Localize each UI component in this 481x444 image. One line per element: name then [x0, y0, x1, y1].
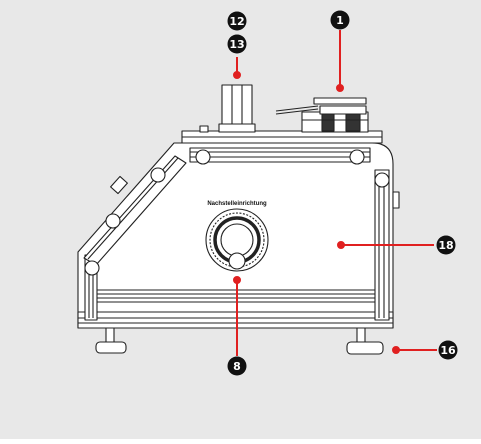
corner-connector: [84, 260, 100, 276]
drive-assembly: [275, 97, 369, 133]
callout-18: 18: [436, 235, 456, 255]
corner-connector: [195, 149, 211, 165]
cylinder-unit: [218, 84, 256, 133]
adjustment-handwheel: [205, 208, 269, 272]
callout-16: 16: [438, 340, 458, 360]
svg-text:13: 13: [229, 38, 244, 51]
leader-dot-8: [233, 276, 241, 284]
svg-text:12: 12: [229, 15, 244, 28]
corner-connector: [349, 149, 365, 165]
callout-12: 12: [227, 11, 247, 31]
callout-8: 8: [227, 356, 247, 376]
leader-dot-13: [233, 71, 241, 79]
callout-13: 13: [227, 34, 247, 54]
svg-text:18: 18: [438, 239, 453, 252]
leader-dot-1: [336, 84, 344, 92]
adjustment-device-label: Nachstelleinrichtung: [207, 201, 267, 207]
callout-1: 1: [330, 10, 350, 30]
top-stud: [199, 125, 209, 133]
base-rail-upper: [95, 289, 382, 303]
corner-connector: [105, 213, 121, 229]
foot-right: [346, 327, 384, 355]
svg-text:1: 1: [336, 14, 344, 27]
top-profile: [189, 147, 371, 163]
svg-text:8: 8: [233, 360, 241, 373]
side-latch: [392, 191, 400, 209]
corner-connector: [374, 172, 390, 188]
leader-dot-16: [392, 346, 400, 354]
corner-connector: [150, 167, 166, 183]
leader-dot-18: [337, 241, 345, 249]
side-handle: [110, 175, 128, 195]
svg-text:16: 16: [440, 344, 456, 357]
base-rail: [77, 311, 394, 329]
